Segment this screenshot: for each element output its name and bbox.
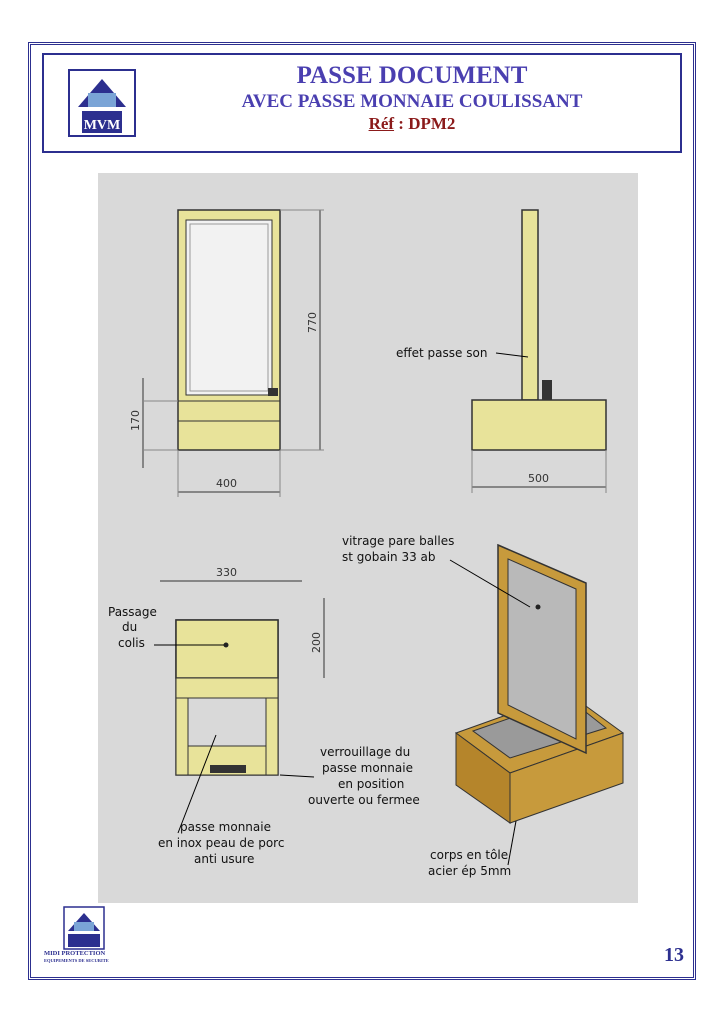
title-subtitle: AVEC PASSE MONNAIE COULISSANT — [241, 91, 583, 112]
brand-name: MIDI PROTECTION — [44, 950, 106, 957]
dim-front-height: 770 — [306, 312, 319, 333]
dim-front-base: 170 — [129, 410, 142, 431]
label-passe-2: en inox peau de porc — [158, 836, 284, 850]
label-verrou-4: ouverte ou fermee — [308, 793, 420, 807]
label-passage-1: Passage — [108, 605, 157, 619]
side-view: 500 effet passe son — [396, 209, 607, 493]
dim-front-width: 400 — [216, 477, 237, 490]
ref-label: Réf — [368, 114, 395, 133]
isometric-view — [449, 543, 625, 866]
title-reference: Réf : DPM2 — [154, 113, 670, 135]
brand-subtitle: EQUIPEMENTS DE SECURITE — [44, 958, 109, 963]
bottom-view: 330 200 Passage du colis — [108, 566, 325, 834]
dim-bottom-height: 200 — [310, 632, 323, 653]
drawing-svg: 770 170 400 500 effet passe son — [108, 209, 625, 878]
label-passe-1: passe monnaie — [180, 820, 271, 834]
page-border — [28, 42, 696, 980]
front-view: 770 170 400 — [129, 209, 324, 497]
title-main: PASSE DOCUMENT — [296, 62, 528, 89]
svg-text:MVM: MVM — [84, 118, 121, 133]
label-vitrage-2: st gobain 33 ab — [342, 550, 436, 564]
label-corps-1: corps en tôle — [430, 848, 508, 862]
technical-drawing: 770 170 400 500 effet passe son — [98, 173, 638, 903]
label-passage-3: colis — [118, 636, 145, 650]
document-title: PASSE DOCUMENT AVEC PASSE MONNAIE COULIS… — [154, 61, 670, 135]
label-verrou-2: passe monnaie — [322, 761, 413, 775]
header-box: MVM PASSE DOCUMENT AVEC PASSE MONNAIE CO… — [42, 53, 682, 153]
label-passage-2: du — [122, 620, 137, 634]
footer-brand: MIDI PROTECTION EQUIPEMENTS DE SECURITE — [44, 950, 134, 964]
page-number: 13 — [664, 944, 684, 966]
label-vitrage-1: vitrage pare balles — [342, 534, 454, 548]
label-effet-passe-son: effet passe son — [396, 346, 487, 360]
ref-value: : DPM2 — [394, 114, 456, 133]
label-verrou-1: verrouillage du — [320, 745, 410, 759]
label-corps-2: acier ép 5mm — [428, 864, 511, 878]
dim-side-depth: 500 — [528, 472, 549, 485]
label-passe-3: anti usure — [194, 852, 254, 866]
label-verrou-3: en position — [338, 777, 404, 791]
company-logo-icon: MVM — [68, 69, 136, 137]
footer-logo-icon — [63, 906, 105, 950]
dim-bottom-width: 330 — [216, 566, 237, 579]
